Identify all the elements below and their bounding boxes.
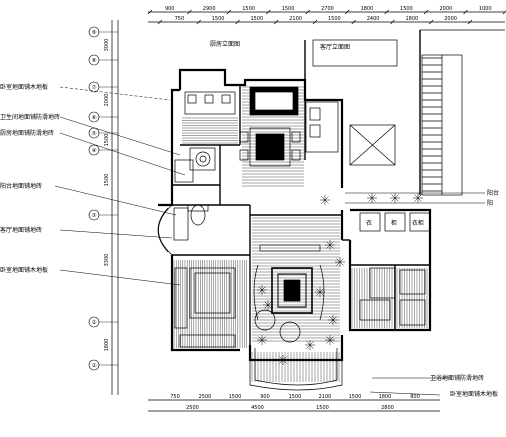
- floor-hatching: [173, 86, 428, 382]
- wardrobe-label-1: 衣: [366, 219, 372, 227]
- dim-label: 1000: [479, 6, 492, 12]
- dim-label: 1500: [328, 16, 341, 22]
- top-dim-text-row1: 900 2900 1500 1500 2700 1800 1500 2000 1000: [165, 6, 492, 12]
- axis-label: ⑨: [92, 29, 97, 36]
- dim-label: 900: [260, 394, 270, 400]
- dim-label: 1500: [289, 394, 302, 400]
- interior-walls: [172, 85, 430, 345]
- callout-kitchen-elevation: 厨房立面图: [210, 40, 240, 48]
- dim-label: 2100: [319, 394, 332, 400]
- bottom-balcony: [249, 345, 343, 391]
- right-bedroom-furniture: [359, 212, 431, 326]
- bottom-dim-text-row1: 750 2500 1500 900 1500 2100 1500 1800 800: [170, 394, 420, 400]
- dim-label: 1800: [406, 16, 419, 22]
- stair-core: [304, 29, 505, 196]
- left-dim-label: 1800: [104, 339, 110, 352]
- dim-label: 2500: [186, 405, 199, 411]
- dim-label: 2900: [203, 6, 216, 12]
- axis-label: ⑥: [92, 115, 97, 121]
- wardrobe-label-3: 衣柜: [412, 219, 424, 227]
- dim-label: 1800: [379, 394, 392, 400]
- bottom-dim-text-row2: 2500 4500 1500 2800: [186, 405, 394, 411]
- left-bedroom-furniture: [174, 267, 236, 348]
- callout-bedroom-floor: 卧室地面铺木地板: [0, 83, 48, 91]
- dim-label: 1800: [361, 6, 374, 12]
- kitchen-furniture: [184, 86, 299, 116]
- callout-bath-floor: 卫生间地面铺防滑地砖: [0, 113, 60, 121]
- left-dim-label: 2000: [104, 94, 110, 107]
- left-dimension-line: [111, 20, 119, 395]
- top-dimension-lines: [147, 9, 506, 25]
- dim-label: 750: [170, 394, 180, 400]
- callout-living-elevation: 客厅立面图: [320, 43, 350, 51]
- dim-label: 2100: [289, 16, 302, 22]
- top-dim-text-row2: 750 1500 1500 2100 1500 2400 1800 2000: [175, 16, 457, 22]
- dim-label: 1500: [349, 394, 362, 400]
- left-balcony: [157, 204, 189, 256]
- dim-label: 2500: [199, 394, 212, 400]
- callout-bedroom2-floor: 卧室地面铺木地板: [0, 266, 48, 274]
- dim-label: 2700: [321, 6, 334, 12]
- dim-label: 2000: [444, 16, 457, 22]
- left-axis-markers: ⑨ ⑧ ⑦ ⑥ ⑤ ④ ③ ② ①: [88, 26, 118, 371]
- callout-balcony-floor: 阳台地面铺地砖: [0, 182, 42, 190]
- dining-table: [239, 127, 301, 167]
- bathroom-fixtures: [174, 147, 216, 226]
- dim-label: 1500: [242, 6, 255, 12]
- callout-leaders: [54, 86, 485, 396]
- axis-label: ①: [92, 363, 97, 369]
- callout-kitchen-floor: 厨房地面铺防滑地砖: [0, 129, 54, 137]
- left-dim-label: 3000: [104, 39, 110, 52]
- left-dim-label: 1500: [104, 174, 110, 187]
- plant-symbols: [257, 193, 423, 365]
- callout-right-balcony: 阳台: [487, 189, 499, 197]
- axis-label: ③: [92, 213, 97, 219]
- axis-label: ⑦: [92, 84, 97, 91]
- dim-label: 1500: [282, 6, 295, 12]
- axis-label: ⑤: [92, 131, 97, 137]
- left-dim-label: 3300: [104, 254, 110, 267]
- callout-living-floor: 客厅地面铺地砖: [0, 226, 42, 234]
- right-closet: [305, 101, 339, 153]
- dim-label: 2800: [381, 405, 394, 411]
- dim-label: 800: [410, 394, 420, 400]
- bottom-dimension-lines: [148, 399, 440, 412]
- dim-label: 900: [165, 6, 175, 12]
- living-room-furniture: [253, 244, 325, 343]
- dim-label: 1500: [229, 394, 242, 400]
- left-dim-label: 1500: [104, 134, 110, 147]
- callout-right-bedroom: 卧室地面铺木地板: [450, 390, 498, 398]
- dim-label: 1500: [251, 16, 264, 22]
- callout-right-bath: 卫浴地面铺防滑地砖: [430, 374, 484, 382]
- dim-label: 2400: [367, 16, 380, 22]
- callout-right-balcony-2: 阳: [487, 199, 493, 207]
- axis-label: ④: [92, 148, 97, 154]
- dim-label: 750: [175, 16, 185, 22]
- dim-label: 1500: [400, 6, 413, 12]
- dim-label: 4500: [251, 405, 264, 411]
- dim-label: 2000: [439, 6, 452, 12]
- axis-label: ⑧: [92, 58, 97, 64]
- dim-label: 1500: [316, 405, 329, 411]
- left-dim-text: 3000 2000 1500 1500 3300 1800: [104, 39, 110, 352]
- axis-label: ②: [92, 319, 97, 326]
- dim-label: 1500: [212, 16, 225, 22]
- wardrobe-label-2: 柜: [391, 219, 397, 227]
